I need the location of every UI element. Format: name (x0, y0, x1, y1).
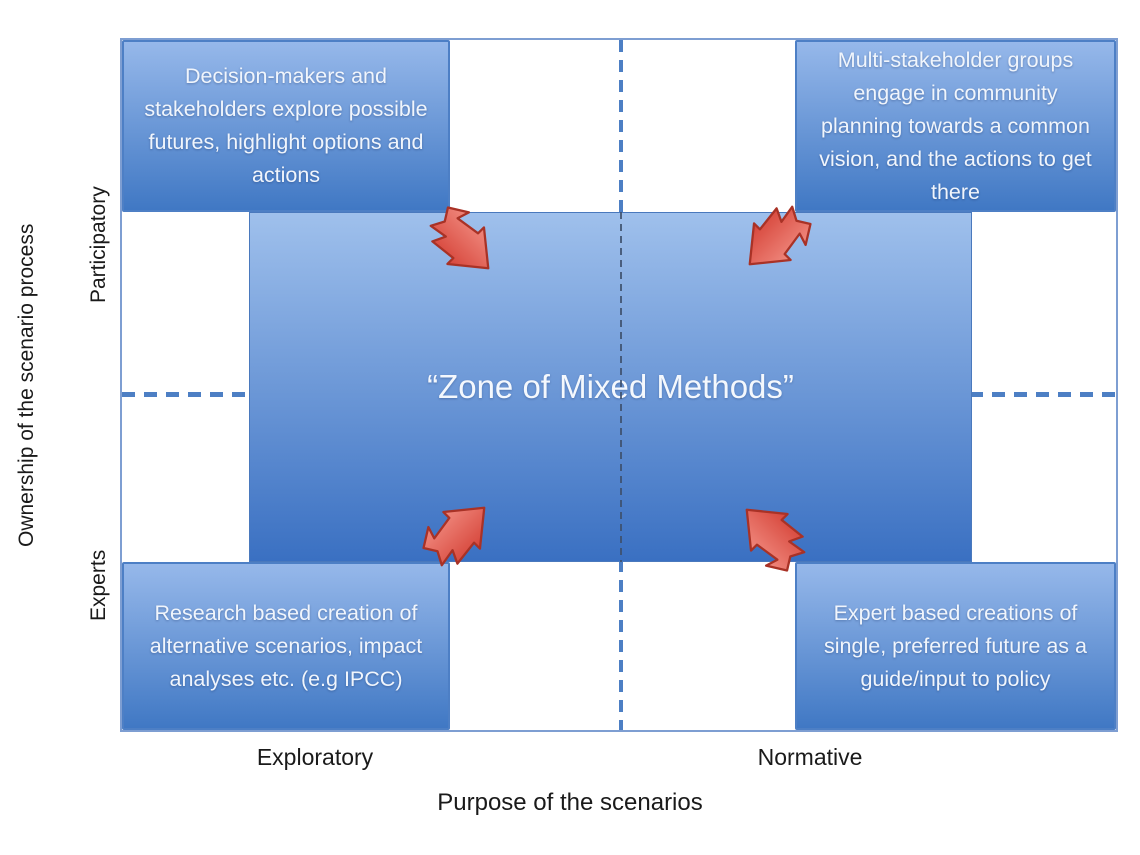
quadrant-bottom-right-text: Expert based creations of single, prefer… (824, 600, 1087, 691)
quadrant-bottom-left-text: Research based creation of alternative s… (149, 600, 423, 691)
y-axis-title: Ownership of the scenario process (15, 223, 38, 547)
quadrant-top-right: Multi-stakeholder groups engage in commu… (795, 40, 1116, 212)
bent-arrow-icon-bottom-right (725, 488, 820, 583)
bent-arrow-icon-top-left (416, 196, 511, 291)
x-axis-label-normative: Normative (757, 744, 863, 770)
quadrant-top-right-text: Multi-stakeholder groups engage in commu… (819, 47, 1092, 204)
horizontal-dashed-line-left (122, 392, 249, 397)
quadrant-top-left-text: Decision-makers and stakeholders explore… (144, 64, 428, 187)
quadrant-bottom-right: Expert based creations of single, prefer… (795, 562, 1116, 730)
horizontal-dashed-line-right (970, 392, 1116, 397)
x-axis-label-exploratory: Exploratory (256, 744, 374, 770)
y-axis-label-experts: Experts (87, 549, 110, 621)
quadrant-bottom-left: Research based creation of alternative s… (122, 562, 450, 730)
zone-label: “Zone of Mixed Methods” (427, 368, 794, 405)
zone-of-mixed-methods-box: “Zone of Mixed Methods” (249, 212, 972, 562)
quadrant-top-left: Decision-makers and stakeholders explore… (122, 40, 450, 212)
center-divider-dashed-line (620, 212, 622, 562)
bent-arrow-icon-bottom-left (412, 486, 507, 581)
bent-arrow-icon-top-right (728, 192, 823, 287)
y-axis-label-participatory: Participatory (87, 186, 110, 304)
plot-area: Decision-makers and stakeholders explore… (120, 38, 1118, 732)
x-axis-title: Purpose of the scenarios (437, 789, 703, 816)
